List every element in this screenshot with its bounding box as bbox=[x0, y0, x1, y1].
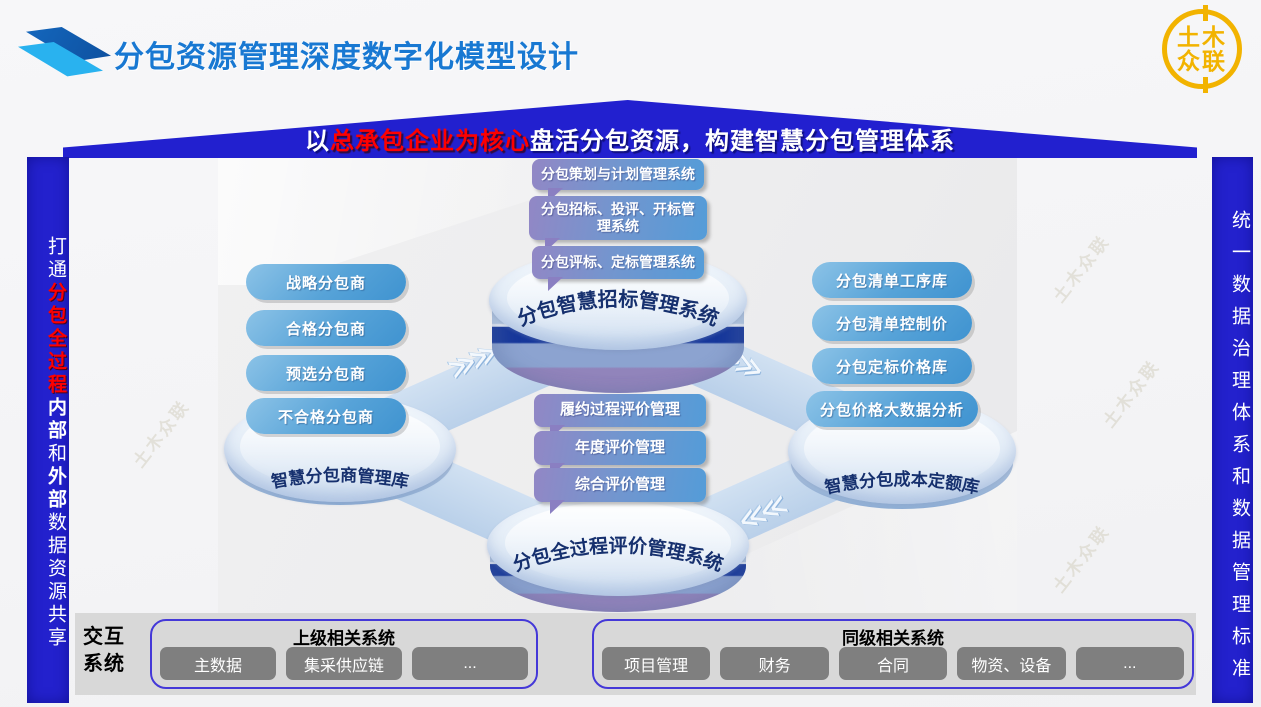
logo-text-bottom: 众联 bbox=[1177, 48, 1227, 74]
system-button-more: ... bbox=[412, 647, 528, 680]
right-banner: 统一数据治理体系和数据管理标准 bbox=[1212, 157, 1253, 703]
right-library-item: 分包清单控制价 bbox=[812, 305, 972, 341]
bottom-system-item: 履约过程评价管理 bbox=[534, 394, 706, 439]
brand-swoosh-icon bbox=[18, 24, 113, 82]
top-system-item: 分包策划与计划管理系统 bbox=[532, 159, 704, 202]
left-banner: 打通分包全过程内部和外部数据资源共享 bbox=[27, 157, 69, 703]
peer-systems-box: 同级相关系统 项目管理 财务 合同 物资、设备 ... bbox=[592, 619, 1194, 689]
bottom-system-item: 综合评价管理 bbox=[534, 468, 706, 514]
interaction-label: 交互系统 bbox=[83, 626, 125, 675]
svg-text:智慧分包成本定额库: 智慧分包成本定额库 bbox=[823, 469, 981, 497]
upper-systems-title: 上级相关系统 bbox=[293, 629, 395, 648]
right-library-item: 分包清单工序库 bbox=[812, 262, 972, 298]
left-library-item: 战略分包商 bbox=[246, 264, 406, 300]
right-library-label: 智慧分包成本定额库 bbox=[823, 469, 981, 497]
system-button-procurement: 集采供应链 bbox=[286, 647, 402, 680]
watermark-text: 土木众联 bbox=[1049, 231, 1114, 307]
headline-highlight: 总承包企业为核心 bbox=[330, 128, 530, 155]
top-system-label: 分包智慧招标管理系统 bbox=[514, 288, 722, 331]
system-button-project: 项目管理 bbox=[601, 647, 711, 680]
bottom-system-item: 年度评价管理 bbox=[534, 431, 706, 477]
system-button-finance: 财务 bbox=[720, 647, 829, 680]
bottom-system-cylinder-top bbox=[487, 494, 749, 596]
top-system-item: 分包招标、投评、开标管理系统 bbox=[529, 196, 707, 252]
watermark-text: 土木众联 bbox=[1099, 356, 1164, 432]
watermark-text: 土木众联 bbox=[1049, 521, 1114, 597]
watermark-text: 土木众联 bbox=[129, 396, 194, 472]
interaction-strip: 交互系统 上级相关系统 主数据 集采供应链 ... 同级相关系统 项目管理 财务… bbox=[75, 613, 1196, 695]
system-button-contract: 合同 bbox=[838, 647, 948, 680]
top-system-item: 分包评标、定标管理系统 bbox=[532, 246, 704, 291]
system-button-materials: 物资、设备 bbox=[957, 647, 1066, 680]
headline-text: 以总承包企业为核心盘活分包资源，构建智慧分包管理体系 bbox=[305, 128, 955, 155]
headline-banner: 以总承包企业为核心盘活分包资源，构建智慧分包管理体系 bbox=[63, 100, 1197, 158]
system-button-master-data: 主数据 bbox=[160, 647, 276, 680]
system-button-more: ... bbox=[1075, 647, 1185, 680]
svg-text:分包智慧招标管理系统: 分包智慧招标管理系统 bbox=[514, 288, 722, 331]
peer-systems-title: 同级相关系统 bbox=[842, 629, 944, 648]
left-library-item: 合格分包商 bbox=[246, 310, 406, 346]
right-library-item: 分包价格大数据分析 bbox=[806, 391, 978, 427]
bottom-system-label: 分包全过程评价管理系统 bbox=[510, 535, 726, 576]
right-library-item: 分包定标价格库 bbox=[812, 348, 972, 384]
svg-text:分包全过程评价管理系统: 分包全过程评价管理系统 bbox=[510, 535, 726, 576]
upper-systems-box: 上级相关系统 主数据 集采供应链 ... bbox=[150, 619, 538, 689]
left-library-item: 预选分包商 bbox=[246, 355, 406, 391]
left-banner-red: 分包全过程 bbox=[45, 282, 66, 397]
left-library-label: 智慧分包商管理库 bbox=[270, 465, 411, 492]
page-title: 分包资源管理深度数字化模型设计 bbox=[114, 41, 579, 74]
svg-text:智慧分包商管理库: 智慧分包商管理库 bbox=[270, 465, 411, 492]
logo-text-top: 土木 bbox=[1177, 23, 1227, 50]
left-library-item: 不合格分包商 bbox=[246, 398, 406, 434]
tumu-zhonglian-logo: 土木 众联 bbox=[1162, 5, 1242, 93]
